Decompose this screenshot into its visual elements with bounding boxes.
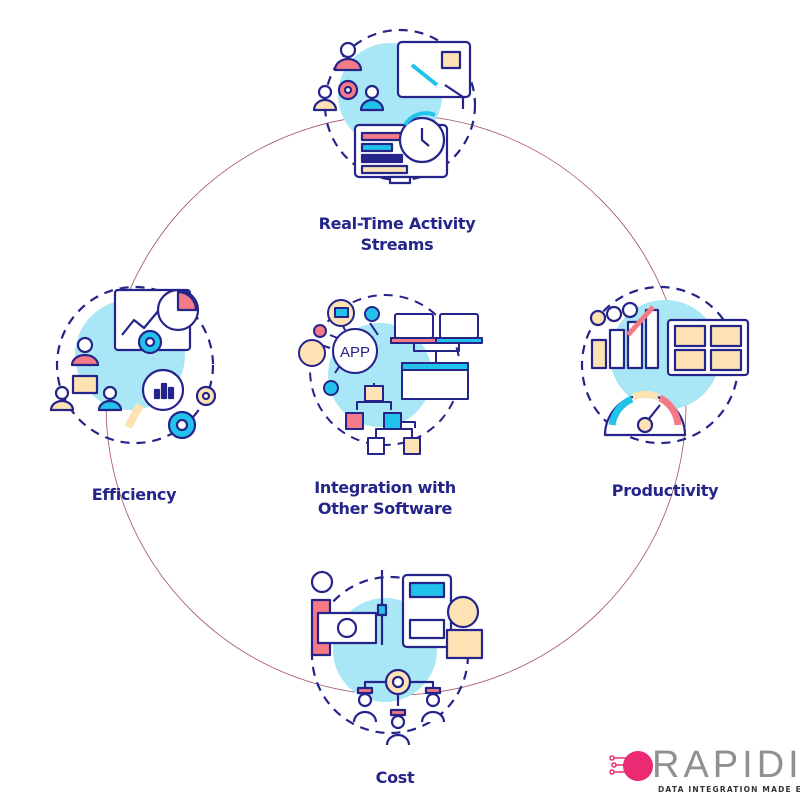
logo-wordmark: RAPIDI: [652, 744, 800, 786]
integration-icon: APP: [298, 294, 483, 455]
label-real-time-activity-streams: Real-Time Activity Streams: [297, 213, 497, 255]
label-line: Productivity: [611, 481, 719, 500]
label-line: Integration with: [314, 478, 456, 497]
label-cost: Cost: [355, 767, 435, 788]
label-line: Other Software: [317, 499, 453, 518]
label-line: Efficiency: [91, 485, 177, 504]
label-efficiency: Efficiency: [74, 484, 194, 505]
rapidi-logo: RAPIDI DATA INTEGRATION MADE EASY: [608, 744, 800, 794]
app-icon-text: APP: [340, 344, 370, 361]
label-line: Streams: [360, 235, 434, 254]
cost-icon: [310, 570, 484, 746]
label-line: Real-Time Activity: [318, 214, 476, 233]
productivity-icon: [580, 285, 750, 445]
efficiency-icon: [49, 285, 217, 445]
logo-tagline: DATA INTEGRATION MADE EASY: [658, 785, 800, 794]
label-line: Cost: [375, 768, 415, 787]
real-time-activity-icon: [312, 28, 477, 185]
logo-mark-icon: [609, 751, 653, 781]
label-integration: Integration with Other Software: [285, 477, 485, 519]
label-productivity: Productivity: [600, 480, 730, 501]
